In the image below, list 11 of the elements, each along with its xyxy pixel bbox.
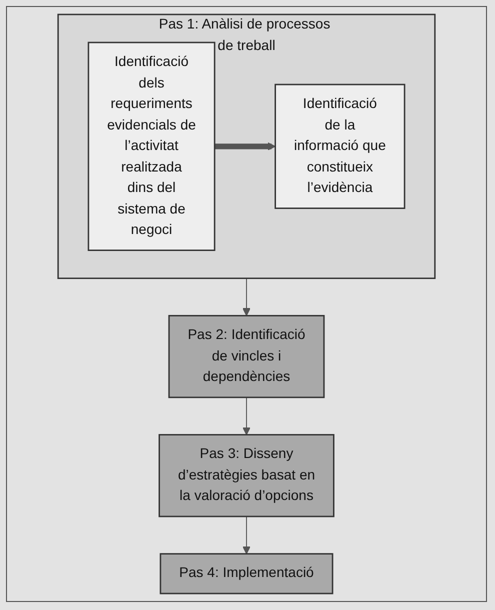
node-box <box>158 434 334 518</box>
node-box <box>168 314 325 398</box>
node-box <box>274 84 406 209</box>
diagram-frame: Pas 1: Anàlisi de processos de treball Identificació dels requeriments evidencials de l’activitat realitzada dins del sistema de negoci Identificació de la informació que constitueix l’evidència Pas 2: Identificació de vincles i dependències Pas 3: Disseny d’estratègies basat en la valoració d’opcions Pas 4: Implementació <box>6 6 487 602</box>
arrow <box>214 142 276 150</box>
node-box <box>88 42 216 251</box>
arrow <box>242 278 251 316</box>
arrow <box>242 396 251 436</box>
arrow <box>242 516 251 554</box>
cluster <box>57 14 436 280</box>
node-box <box>160 553 334 594</box>
